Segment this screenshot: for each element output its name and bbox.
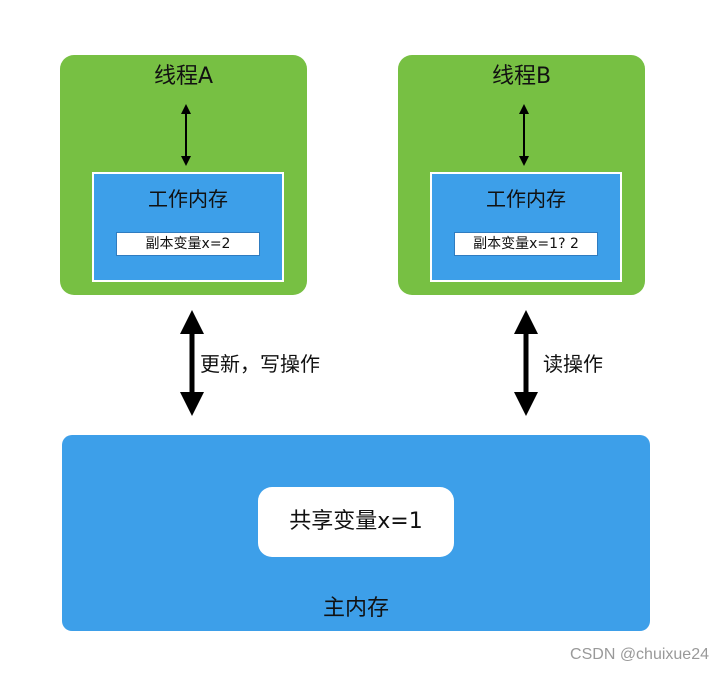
main-memory-title: 主内存 xyxy=(322,596,389,621)
thread-b-work-memory-title: 工作内存 xyxy=(486,187,566,211)
shared-variable-box: 共享变量x=1 xyxy=(258,487,454,557)
thread-a-box: 线程A 工作内存 副本变量x=2 xyxy=(60,55,307,295)
update-write-label: 更新，写操作 xyxy=(200,352,320,376)
read-label: 读操作 xyxy=(543,352,603,376)
thread-a-inner-arrow xyxy=(181,104,191,166)
read-arrow xyxy=(514,310,538,416)
thread-b-copy-variable: 副本变量x=1? 2 xyxy=(454,232,598,256)
thread-b-work-memory: 工作内存 副本变量x=1? 2 xyxy=(430,172,622,282)
thread-b-box: 线程B 工作内存 副本变量x=1? 2 xyxy=(398,55,645,295)
thread-b-title: 线程B xyxy=(491,64,552,89)
thread-a-work-memory-title: 工作内存 xyxy=(148,187,228,211)
thread-b-inner-arrow xyxy=(519,104,529,166)
thread-a-work-memory: 工作内存 副本变量x=2 xyxy=(92,172,284,282)
thread-a-copy-variable: 副本变量x=2 xyxy=(116,232,260,256)
watermark: CSDN @chuixue24 xyxy=(570,646,709,663)
update-write-arrow xyxy=(180,310,204,416)
main-memory-box: 共享变量x=1 主内存 xyxy=(62,435,650,631)
thread-a-title: 线程A xyxy=(153,64,214,89)
